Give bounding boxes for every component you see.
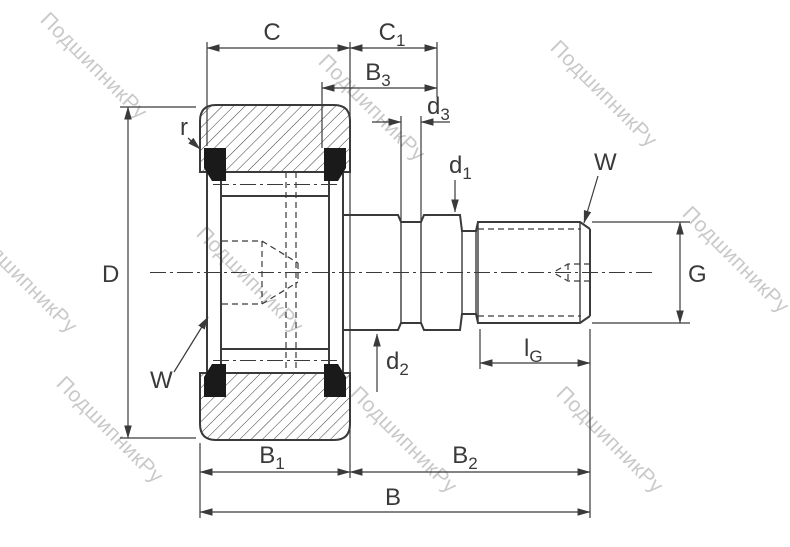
center-hole xyxy=(552,263,590,282)
dim-label-B: B xyxy=(385,484,401,511)
dim-label-W-right: W xyxy=(594,149,617,176)
seal-bottom-left xyxy=(204,364,226,397)
leader-W-left xyxy=(173,316,209,373)
dim-label-C1: C1 xyxy=(379,19,406,50)
pin-top-contour xyxy=(343,214,591,232)
dim-label-B3: B3 xyxy=(365,59,390,90)
dim-label-lG: lG xyxy=(524,335,543,366)
dimension-labels: C C1 B3 d3 d1 W G lG d2 W r D B1 B2 B xyxy=(102,19,707,511)
leader-W-right xyxy=(583,175,599,224)
leader-r xyxy=(187,137,201,150)
dim-label-d1: d1 xyxy=(449,152,472,183)
dimension-lines xyxy=(124,44,684,516)
dim-label-B2: B2 xyxy=(452,442,477,473)
dim-label-W-left: W xyxy=(150,367,173,394)
dim-label-d2: d2 xyxy=(386,348,409,379)
seal-bottom-right xyxy=(324,364,346,397)
dim-label-C: C xyxy=(263,19,280,46)
dim-label-D: D xyxy=(102,261,119,288)
seals xyxy=(204,148,346,397)
dim-label-B1: B1 xyxy=(259,442,284,473)
hex-socket xyxy=(222,240,299,305)
seal-top-right xyxy=(324,148,346,181)
dim-label-G: G xyxy=(688,261,707,288)
dim-label-r: r xyxy=(180,114,188,141)
seal-top-left xyxy=(204,148,226,181)
pin-bottom-contour xyxy=(343,313,591,331)
dim-label-d3: d3 xyxy=(427,93,450,124)
